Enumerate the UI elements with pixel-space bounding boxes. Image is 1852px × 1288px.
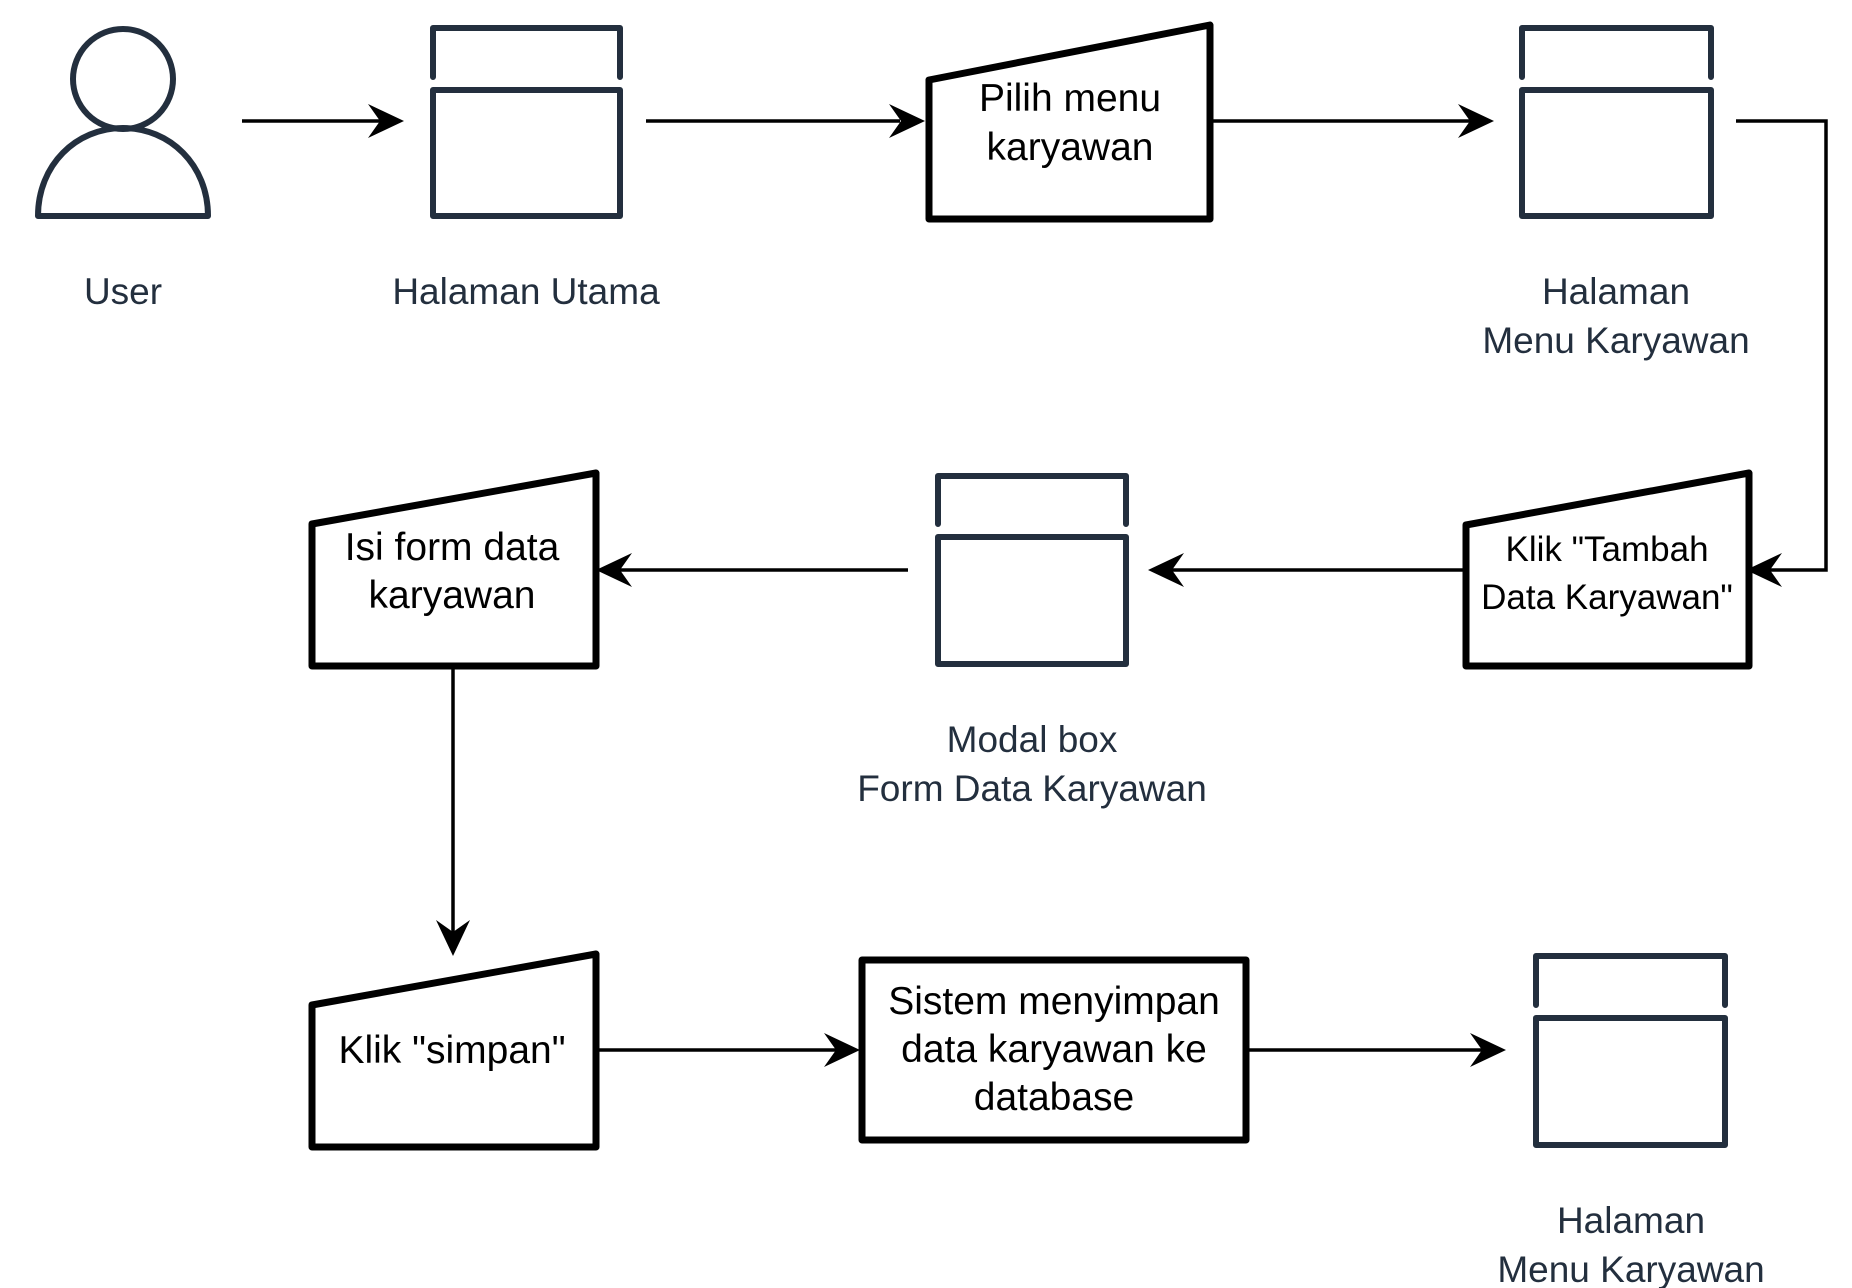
window-icon <box>430 25 623 219</box>
edge-halaman-utama-to-pilih-menu <box>646 104 925 138</box>
window-icon <box>1519 25 1714 219</box>
halaman-menu-1-line-2: Menu Karyawan <box>1482 320 1749 361</box>
edge-isi-form-to-klik-simpan <box>436 666 470 956</box>
node-klik-tambah: Klik "Tambah Data Karyawan" <box>1462 469 1753 670</box>
klik-tambah-line-2: Data Karyawan" <box>1481 578 1733 617</box>
klik-simpan-label: Klik "simpan" <box>338 1029 565 1072</box>
node-pilih-menu: Pilih menu karyawan <box>925 21 1214 223</box>
edge-halaman-menu-to-klik-tambah <box>1736 119 1828 587</box>
modal-box-line-2: Form Data Karyawan <box>857 768 1207 809</box>
edge-sistem-to-halaman-menu <box>1246 1033 1506 1067</box>
pilih-menu-line-1: Pilih menu <box>979 77 1161 120</box>
node-isi-form: Isi form data karyawan <box>308 469 600 670</box>
edge-user-to-halaman-utama <box>242 104 404 138</box>
node-halaman-menu-2: Halaman Menu Karyawan <box>1497 953 1765 1288</box>
isi-form-line-1: Isi form data <box>345 526 560 569</box>
user-icon <box>35 26 211 219</box>
node-modal-box: Modal box Form Data Karyawan <box>857 473 1207 809</box>
edge-modal-box-to-isi-form <box>596 553 908 587</box>
window-icon <box>935 473 1129 667</box>
node-user: User <box>35 26 211 312</box>
manual-input-shape <box>925 21 1214 223</box>
node-klik-simpan: Klik "simpan" <box>308 950 600 1151</box>
sistem-line-2: data karyawan ke <box>901 1028 1207 1071</box>
manual-input-shape <box>308 950 600 1151</box>
node-halaman-menu-1: Halaman Menu Karyawan <box>1482 25 1750 361</box>
sistem-line-3: database <box>974 1076 1134 1119</box>
edge-klik-simpan-to-sistem <box>596 1033 860 1067</box>
halaman-utama-label: Halaman Utama <box>392 271 660 312</box>
node-sistem-simpan: Sistem menyimpan data karyawan ke databa… <box>858 956 1250 1144</box>
edge-pilih-menu-to-halaman-menu <box>1210 104 1494 138</box>
process-shape <box>858 956 1250 1144</box>
edge-klik-tambah-to-modal-box <box>1148 553 1466 587</box>
isi-form-line-2: karyawan <box>369 574 536 617</box>
pilih-menu-line-2: karyawan <box>987 126 1154 169</box>
manual-input-shape <box>308 469 600 670</box>
sistem-line-1: Sistem menyimpan <box>888 980 1220 1023</box>
modal-box-line-1: Modal box <box>947 719 1118 760</box>
klik-tambah-line-1: Klik "Tambah <box>1505 530 1708 569</box>
manual-input-shape <box>1462 469 1753 670</box>
halaman-menu-2-line-2: Menu Karyawan <box>1497 1249 1764 1288</box>
edges <box>242 104 1828 1067</box>
halaman-menu-1-line-1: Halaman <box>1542 271 1690 312</box>
user-label: User <box>84 271 162 312</box>
node-halaman-utama: Halaman Utama <box>392 25 660 312</box>
halaman-menu-2-line-1: Halaman <box>1557 1200 1705 1241</box>
window-icon <box>1533 953 1728 1148</box>
